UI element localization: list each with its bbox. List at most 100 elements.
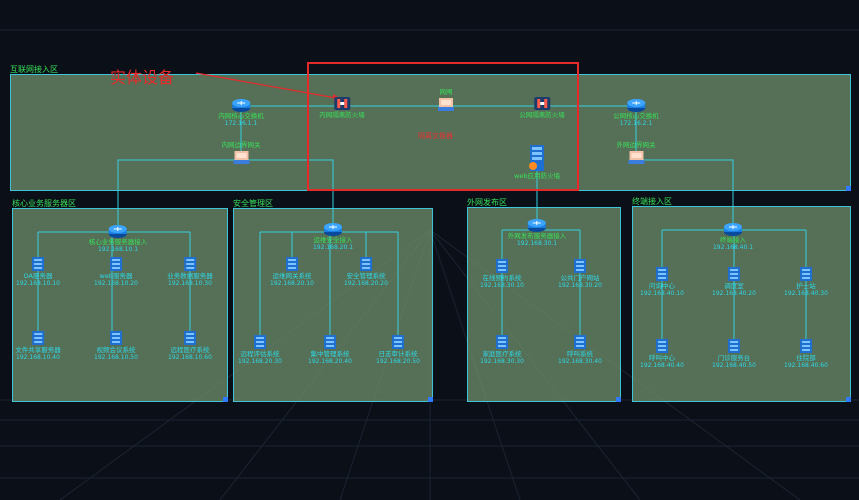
node-ip: 192.168.20.30: [238, 358, 282, 365]
node-log-audit[interactable]: 日志审计系统 192.168.20.50: [376, 334, 420, 365]
node-waf[interactable]: web应用防火墙: [514, 144, 560, 180]
node-ops-gateway[interactable]: 运维网关系统 192.168.20.10: [270, 256, 314, 287]
server-icon: [254, 335, 266, 349]
waf-server-icon: [528, 145, 544, 171]
zone-title-security: 安全管理区: [233, 199, 273, 208]
server-icon: [656, 267, 668, 281]
zone-title-internet: 互联网接入区: [10, 65, 58, 74]
node-name: 集中管理系统: [310, 350, 350, 358]
node-ip: 192.168.10.20: [94, 280, 138, 287]
node-name: 公网隔离防火墙: [519, 111, 565, 119]
node-public-core-switch[interactable]: 公网核心交换机 172.16.2.1: [613, 98, 659, 127]
firewall-icon: [334, 97, 350, 110]
node-name: 内网边界网关: [221, 141, 261, 149]
node-name: 视频会议系统: [96, 346, 136, 354]
node-ip: 192.168.20.10: [270, 280, 314, 287]
node-term-access[interactable]: 终端接入 192.168.40.1: [713, 222, 753, 251]
node-gateway[interactable]: 网闸: [437, 88, 455, 112]
node-call-center[interactable]: 呼叫中心 192.168.40.40: [640, 338, 684, 369]
node-oa-server[interactable]: OA服务器 192.168.10.10: [16, 256, 60, 287]
node-online-reg[interactable]: 在线预约系统 192.168.30.10: [480, 258, 524, 289]
node-inpatient[interactable]: 住院部 192.168.40.60: [784, 338, 828, 369]
node-name: 核心业务服务器接入: [88, 238, 148, 246]
node-ip: 192.168.40.40: [640, 362, 684, 369]
highlight-box: [307, 62, 579, 191]
zone-corner: [846, 186, 851, 191]
node-ip: 192.168.20.50: [376, 358, 420, 365]
node-ip: 192.168.40.10: [640, 290, 684, 297]
node-outer-border-gateway[interactable]: 外网边界网关: [617, 141, 656, 165]
node-emergency[interactable]: 呼叫系统 192.168.30.40: [558, 334, 602, 365]
server-icon: [574, 259, 586, 273]
zone-terminal: [632, 206, 851, 402]
node-web-server[interactable]: web服务器 192.168.10.20: [94, 256, 138, 287]
node-inner-core-switch[interactable]: 内网核心交换机 172.16.1.1: [218, 98, 264, 127]
server-icon: [110, 331, 122, 345]
node-remote-eval[interactable]: 远程评估系统 192.168.20.30: [238, 334, 282, 365]
zone-external: [467, 207, 621, 402]
node-sec-mgmt[interactable]: 安全管理系统 192.168.20.20: [344, 256, 388, 287]
zone-corner: [223, 397, 228, 402]
node-ip: 192.168.10.1: [97, 246, 139, 253]
node-sec-access[interactable]: 运维安全接入 192.168.20.1: [313, 222, 353, 251]
switch-icon: [232, 99, 250, 112]
node-central-mgmt[interactable]: 集中管理系统 192.168.20.40: [308, 334, 352, 365]
server-icon: [184, 257, 196, 271]
node-name: 业务数据服务器: [167, 272, 213, 280]
node-remote-med[interactable]: 远程医疗系统 192.168.10.60: [168, 330, 212, 361]
gateway-icon: [233, 151, 249, 164]
zone-core: [12, 208, 228, 402]
server-icon: [800, 267, 812, 281]
node-name: 网闸: [439, 88, 453, 96]
node-name: 呼叫系统: [567, 350, 593, 358]
server-icon: [728, 267, 740, 281]
node-ops-center[interactable]: 问询中心 192.168.40.10: [640, 266, 684, 297]
node-name: 内网核心交换机: [218, 112, 264, 120]
node-ext-access[interactable]: 外网发布服务器接入 192.168.30.1: [507, 218, 567, 247]
node-name: 外网边界网关: [616, 141, 656, 149]
node-video-conf[interactable]: 视频会议系统 192.168.10.50: [94, 330, 138, 361]
node-ip: 192.168.30.30: [480, 358, 524, 365]
server-icon: [324, 335, 336, 349]
node-ip: 192.168.20.20: [344, 280, 388, 287]
node-ip: 192.168.40.60: [784, 362, 828, 369]
node-file-share[interactable]: 文件共享服务器 192.168.10.40: [15, 330, 61, 361]
node-name: 外网发布服务器接入: [507, 232, 567, 240]
node-ip: 172.16.2.1: [619, 120, 653, 127]
node-inner-border-gateway[interactable]: 内网边界网关: [222, 141, 261, 165]
node-name: web服务器: [99, 272, 133, 280]
node-name: web应用防火墙: [514, 172, 560, 180]
node-ip: 192.168.10.50: [94, 354, 138, 361]
server-icon: [728, 339, 740, 353]
zone-title-core: 核心业务服务器区: [12, 199, 76, 208]
node-core-access[interactable]: 核心业务服务器接入 192.168.10.1: [88, 224, 148, 253]
node-ip: 192.168.10.60: [168, 354, 212, 361]
node-name: 安全管理系统: [346, 272, 386, 280]
node-ip: 192.168.10.40: [16, 354, 60, 361]
node-ip: 192.168.40.30: [784, 290, 828, 297]
node-name: 远程评估系统: [240, 350, 280, 358]
node-name: 日志审计系统: [378, 350, 418, 358]
node-name: 公网核心交换机: [613, 112, 659, 120]
node-ip: 192.168.40.20: [712, 290, 756, 297]
zone-corner: [846, 397, 851, 402]
node-home-med[interactable]: 家庭医疗系统 192.168.30.30: [480, 334, 524, 365]
node-public-firewall[interactable]: 公网隔离防火墙: [519, 96, 565, 119]
server-icon: [32, 257, 44, 271]
node-nurse[interactable]: 护士站 192.168.40.30: [784, 266, 828, 297]
node-name: 公共门户网站: [560, 274, 600, 282]
node-outpatient[interactable]: 门诊服务台 192.168.40.50: [712, 338, 756, 369]
node-inner-firewall[interactable]: 内网隔离防火墙: [319, 96, 365, 119]
node-name: 内网隔离防火墙: [319, 111, 365, 119]
node-ip: 192.168.30.40: [558, 358, 602, 365]
node-public-portal[interactable]: 公共门户网站 192.168.30.20: [558, 258, 602, 289]
switch-icon: [627, 99, 645, 112]
isolation-label: 隔离交换器: [418, 132, 453, 140]
zone-internet: [10, 74, 851, 191]
node-name: 在线预约系统: [482, 274, 522, 282]
server-icon: [496, 259, 508, 273]
node-ip: 192.168.30.1: [516, 240, 558, 247]
node-clinic[interactable]: 调度室 192.168.40.20: [712, 266, 756, 297]
node-biz-app-server[interactable]: 业务数据服务器 192.168.10.30: [167, 256, 213, 287]
switch-icon: [109, 225, 127, 238]
